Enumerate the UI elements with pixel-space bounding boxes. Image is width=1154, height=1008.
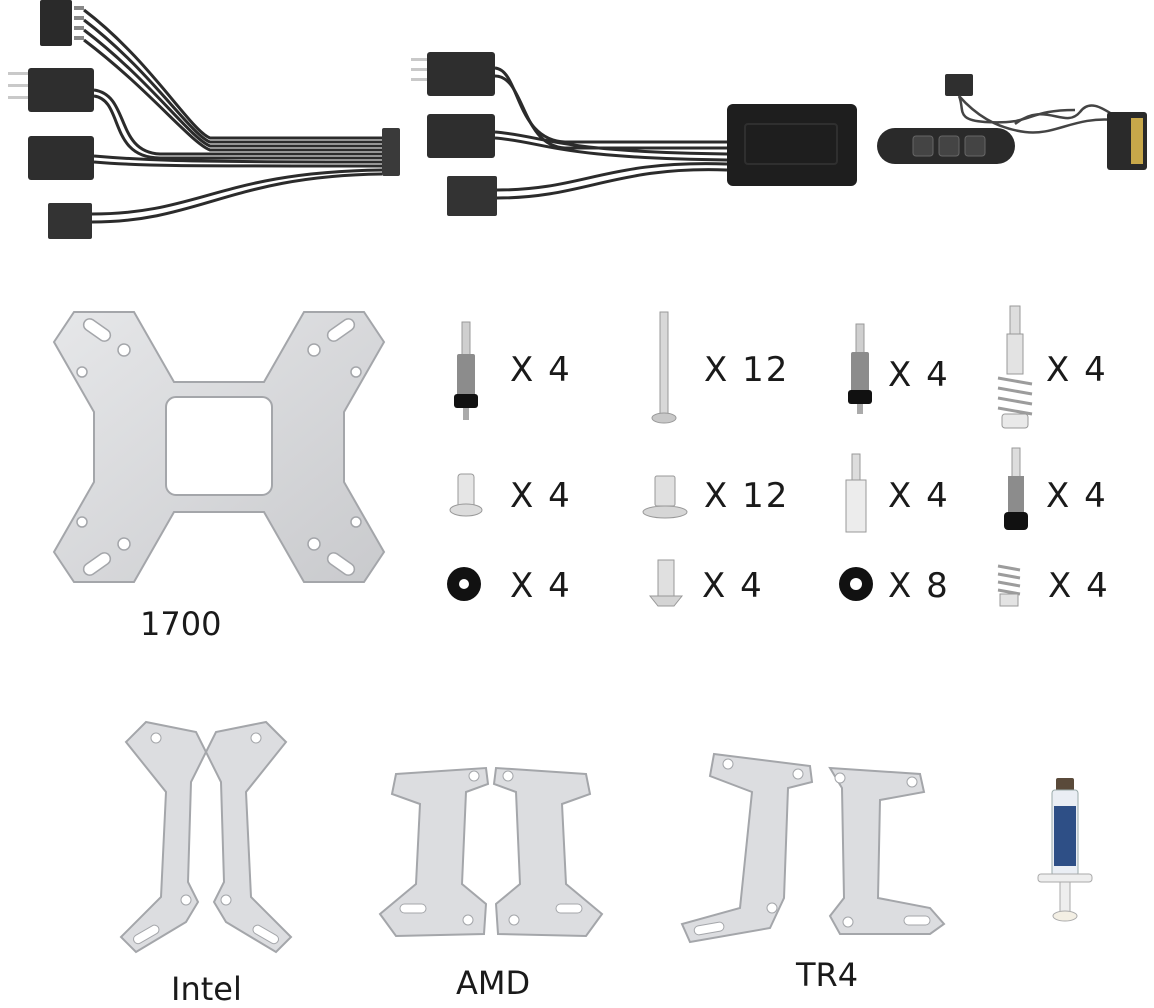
qty-r2c3: X 4 — [888, 476, 950, 516]
standoff-nut-black-icon — [848, 323, 872, 414]
bracket-1700-label: 1700 — [140, 605, 222, 643]
qty-r1c1: X 4 — [510, 350, 572, 390]
thermal-paste-syringe-icon — [1037, 778, 1093, 922]
qty-r3c1: X 4 — [510, 566, 572, 606]
standoff-screw-black-icon — [454, 321, 478, 420]
backplate-1700-icon — [52, 311, 386, 583]
tr4-label: TR4 — [796, 956, 859, 994]
flat-head-screw-icon — [648, 559, 684, 607]
hex-standoff-icon — [845, 453, 867, 533]
qty-r2c1: X 4 — [510, 476, 572, 516]
qty-r2c4: X 4 — [1046, 476, 1108, 516]
qty-r3c3: X 8 — [888, 566, 950, 606]
spring-screw-icon — [997, 305, 1033, 429]
rubber-washer-icon — [447, 567, 481, 601]
qty-r3c4: X 4 — [1048, 566, 1110, 606]
argb-splitter-cable-icon — [8, 0, 400, 239]
tr4-bracket-icon — [680, 752, 946, 944]
qty-r1c2: X 12 — [704, 350, 790, 390]
argb-controller-hub-icon — [411, 52, 857, 216]
rgb-controller-remote-icon — [877, 74, 1147, 170]
amd-label: AMD — [456, 964, 531, 1002]
intel-label: Intel — [171, 970, 242, 1008]
thumb-screw-icon — [642, 475, 688, 519]
qty-r1c3: X 4 — [888, 355, 950, 395]
qty-r3c2: X 4 — [702, 566, 764, 606]
standoff-rubber-icon — [1004, 447, 1028, 530]
intel-bracket-icon — [119, 720, 293, 954]
amd-bracket-icon — [378, 766, 604, 938]
sleeve-nut-icon — [449, 473, 483, 517]
qty-r2c2: X 12 — [704, 476, 790, 516]
small-spring-icon — [997, 564, 1021, 607]
rubber-washer-large-icon — [839, 567, 873, 601]
qty-r1c4: X 4 — [1046, 350, 1108, 390]
long-screw-icon — [651, 311, 677, 424]
